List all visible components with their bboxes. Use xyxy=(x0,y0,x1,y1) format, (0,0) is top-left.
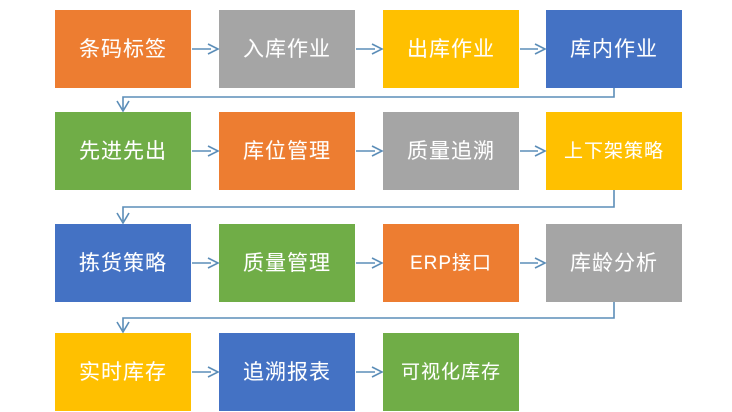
flow-node[interactable]: 质量管理 xyxy=(219,224,355,302)
flow-node-label: 库内作业 xyxy=(570,37,658,61)
flow-arrow-right-icon xyxy=(191,42,220,56)
flow-node-label: 先进先出 xyxy=(79,139,167,163)
flow-node-label: 拣货策略 xyxy=(79,251,167,275)
flow-node-label: 条码标签 xyxy=(79,37,167,61)
flow-node-label: 库位管理 xyxy=(243,139,331,163)
flow-node[interactable]: 追溯报表 xyxy=(219,333,355,411)
flow-node[interactable]: 入库作业 xyxy=(219,10,355,88)
flow-node[interactable]: 库内作业 xyxy=(546,10,682,88)
flow-arrow-right-icon xyxy=(519,144,547,158)
flow-node[interactable]: ERP接口 xyxy=(383,224,519,302)
flow-node-label: ERP接口 xyxy=(409,252,493,274)
flow-node[interactable]: 库龄分析 xyxy=(546,224,682,302)
flow-arrow-right-icon xyxy=(191,256,220,270)
flow-node-label: 质量追溯 xyxy=(407,139,495,163)
flow-node-label: 质量管理 xyxy=(243,251,331,275)
flow-node-label: 库龄分析 xyxy=(570,251,658,275)
flow-node-label: 实时库存 xyxy=(79,360,167,384)
flow-arrow-right-icon xyxy=(519,42,547,56)
flow-node[interactable]: 质量追溯 xyxy=(383,112,519,190)
flow-node[interactable]: 条码标签 xyxy=(55,10,191,88)
flow-node[interactable]: 出库作业 xyxy=(383,10,519,88)
flow-node[interactable]: 可视化库存 xyxy=(383,333,519,411)
flow-node-label: 上下架策略 xyxy=(563,140,664,162)
flow-node[interactable]: 拣货策略 xyxy=(55,224,191,302)
flow-arrow-right-icon xyxy=(355,42,384,56)
flow-node[interactable]: 上下架策略 xyxy=(546,112,682,190)
flow-arrow-right-icon xyxy=(191,365,220,379)
flow-node-label: 入库作业 xyxy=(243,37,331,61)
flow-node-label: 出库作业 xyxy=(407,37,495,61)
flow-arrow-right-icon xyxy=(355,365,384,379)
flow-arrow-right-icon xyxy=(355,144,384,158)
flow-node-label: 追溯报表 xyxy=(243,360,331,384)
flow-node[interactable]: 先进先出 xyxy=(55,112,191,190)
flow-node[interactable]: 库位管理 xyxy=(219,112,355,190)
flow-arrow-right-icon xyxy=(355,256,384,270)
flow-arrow-right-icon xyxy=(191,144,220,158)
flow-arrow-right-icon xyxy=(519,256,547,270)
flow-node[interactable]: 实时库存 xyxy=(55,333,191,411)
flow-node-label: 可视化库存 xyxy=(400,361,501,383)
